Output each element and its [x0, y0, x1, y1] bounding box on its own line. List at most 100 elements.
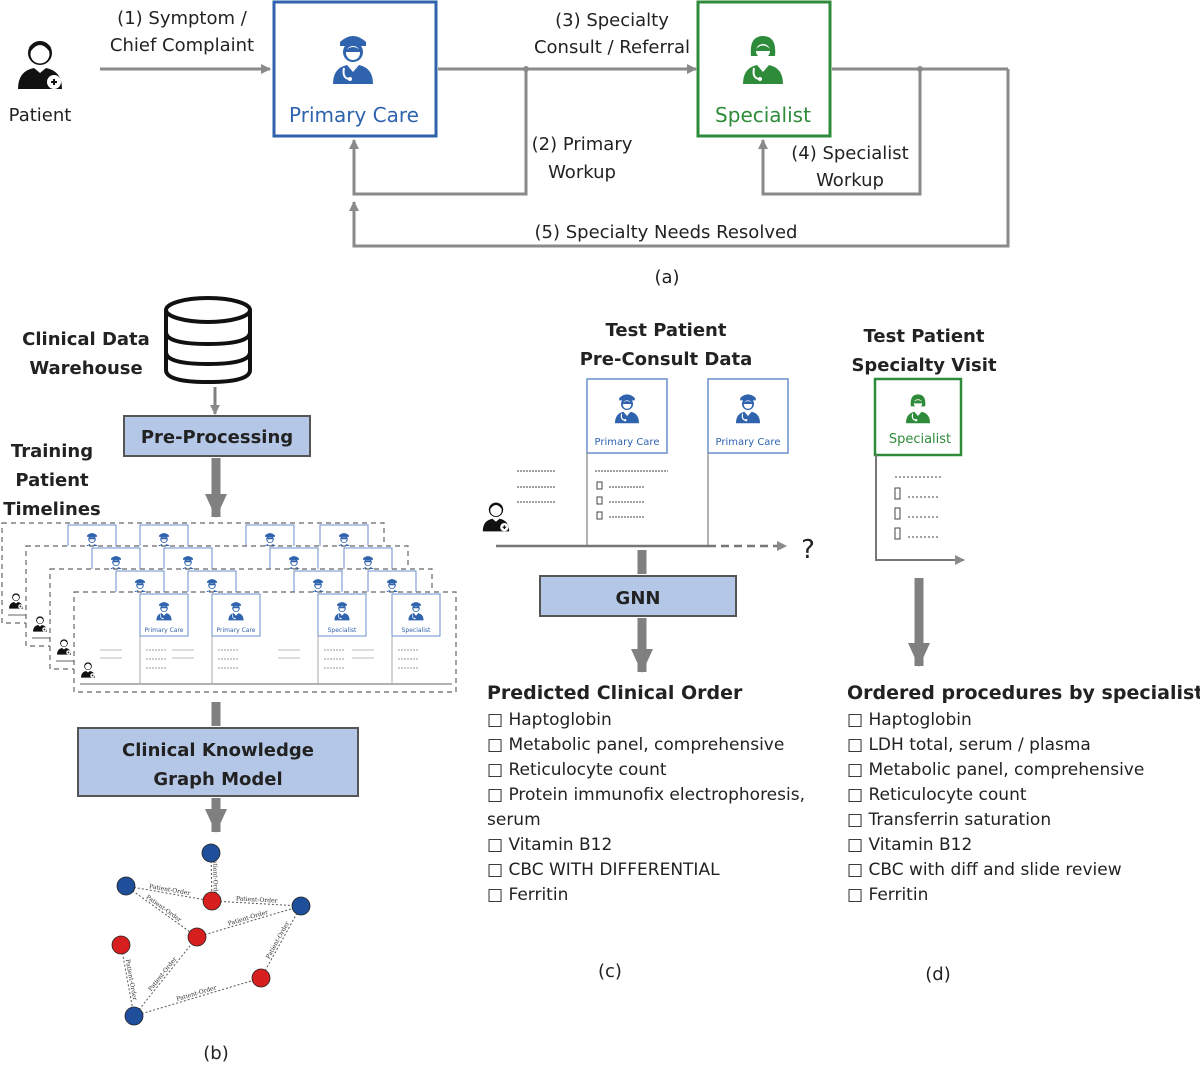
step5-label: (5) Specialty Needs Resolved	[535, 222, 798, 243]
panel-d: Test Patient Specialty Visit Specialist …	[847, 326, 1200, 985]
test-patient-title-line2: Pre-Consult Data	[580, 349, 753, 370]
graph-node-order	[202, 891, 222, 911]
graph-edge-label: Patient-Order	[147, 956, 178, 993]
primary-care-box	[272, 0, 438, 138]
primary-care-label: Primary Care	[289, 103, 419, 127]
step1-label-line2: Chief Complaint	[110, 35, 254, 56]
graph-edge	[211, 900, 302, 907]
knowledge-graph: Patient-OrderPatient-OrderPatient-OrderP…	[111, 843, 311, 1026]
ordered-procedures-heading: Ordered procedures by specialists	[847, 682, 1200, 704]
graph-edge	[125, 885, 198, 938]
predicted-orders-heading: Predicted Clinical Order	[487, 682, 743, 704]
loop-primary-workup	[349, 69, 528, 196]
graph-node-patient	[291, 896, 311, 916]
timeline-primary-care-box	[211, 593, 261, 637]
order-item: □ CBC with diff and slide review	[847, 860, 1122, 880]
graph-edge	[133, 936, 198, 1017]
graph-edge-label: Patient-Order	[145, 894, 183, 924]
database-icon	[164, 296, 252, 384]
knowledge-graph-box	[77, 727, 359, 797]
order-item: □ Reticulocyte count	[487, 760, 667, 780]
graph-node-order	[251, 968, 271, 988]
order-item: □ Ferritin	[487, 885, 568, 905]
preprocessing-box	[123, 415, 311, 457]
warehouse-label-line1: Clinical Data	[22, 329, 150, 350]
timeline-visit-label: Primary Care	[217, 627, 256, 634]
step4-label-line2: Workup	[816, 170, 884, 191]
order-item: □ Ferritin	[847, 885, 928, 905]
graph-edge-label: Patient-Order	[236, 895, 278, 904]
panel-c: Test Patient Pre-Consult Data Primary Ca…	[482, 320, 815, 982]
graph-edge-label: Patient-Order	[149, 883, 191, 897]
kg-label-line2: Graph Model	[153, 769, 282, 790]
graph-edge-label: Patient-Order	[227, 909, 269, 928]
order-item: □ LDH total, serum / plasma	[847, 735, 1091, 755]
graph-edge-label: Patient-Order	[176, 984, 218, 1003]
graph-node-patient	[116, 876, 136, 896]
step4-label-line1: (4) Specialist	[791, 143, 909, 164]
kg-label-line1: Clinical Knowledge	[122, 740, 314, 761]
order-item: □ Haptoglobin	[847, 710, 972, 730]
specialist-box	[696, 0, 832, 138]
specialty-visit-record-stubs	[894, 476, 943, 540]
order-item: □ Transferrin saturation	[847, 810, 1051, 830]
specialty-visit-title-line2: Specialty Visit	[851, 355, 996, 376]
preprocessing-label: Pre-Processing	[141, 427, 293, 448]
step1-label-line1: (1) Symptom /	[117, 8, 248, 29]
gnn-label: GNN	[616, 588, 661, 609]
order-item: □ Reticulocyte count	[847, 785, 1027, 805]
timelines-label-line3: Timelines	[3, 499, 101, 520]
caption-d: (d)	[925, 964, 950, 985]
order-item: □ Metabolic panel, comprehensive	[847, 760, 1144, 780]
specialty-visit-title-line1: Test Patient	[864, 326, 985, 347]
loop-specialist-workup	[758, 69, 922, 196]
caption-c: (c)	[598, 961, 622, 982]
timeline-visit-label: Specialist	[328, 627, 357, 634]
pre-consult-record-stubs	[517, 470, 668, 520]
order-item: □ CBC WITH DIFFERENTIAL	[487, 860, 720, 880]
loop-needs-resolved	[349, 69, 1010, 248]
graph-node-patient	[201, 843, 221, 863]
order-item: □ Metabolic panel, comprehensive	[487, 735, 784, 755]
graph-edge	[260, 905, 302, 979]
step3-label-line1: (3) Specialty	[555, 10, 669, 31]
timelines-label-line2: Patient	[15, 470, 89, 491]
caption-b: (b)	[203, 1043, 228, 1064]
graph-edge-label: Patient-Order	[124, 959, 138, 1001]
timelines-label-line1: Training	[11, 441, 93, 462]
graph-edge-label: Patient-Order	[211, 856, 219, 898]
panel-b: Clinical Data Warehouse Pre-Processing T…	[1, 296, 457, 1064]
predicted-orders-list: □ Haptoglobin □ Metabolic panel, comprehe…	[487, 710, 805, 905]
order-item: serum	[487, 810, 541, 830]
specialist-orders-list: □ Haptoglobin □ LDH total, serum / plasma…	[847, 710, 1144, 905]
step2-label-line1: (2) Primary	[532, 134, 633, 155]
unknown-future-mark: ?	[801, 535, 815, 565]
specialist-label: Specialist	[715, 103, 811, 127]
timeline-primary-care-box	[139, 593, 189, 637]
graph-node-order	[111, 935, 131, 955]
warehouse-label-line2: Warehouse	[29, 358, 142, 379]
graph-edge	[120, 944, 135, 1017]
gnn-box	[539, 575, 737, 617]
test-patient-icon	[482, 502, 510, 532]
order-item: □ Vitamin B12	[847, 835, 972, 855]
order-item: □ Protein immunofix electrophoresis,	[487, 785, 805, 805]
timeline-visit-label: Primary Care	[145, 627, 184, 634]
order-item: □ Haptoglobin	[487, 710, 612, 730]
pre-consult-primary-care-label-1: Primary Care	[595, 437, 660, 448]
caption-a: (a)	[654, 267, 679, 288]
test-patient-title-line1: Test Patient	[606, 320, 727, 341]
pre-consult-primary-care-label-2: Primary Care	[716, 437, 781, 448]
patient-icon	[18, 41, 62, 89]
specialty-visit-specialist-label: Specialist	[889, 432, 951, 447]
graph-node-order	[187, 927, 207, 947]
graph-edge	[125, 885, 213, 902]
timeline-specialist-box	[317, 593, 367, 637]
panel-a: Patient (1) Symptom / Chief Complaint Pr…	[9, 0, 1010, 288]
order-item: □ Vitamin B12	[487, 835, 612, 855]
step3-label-line2: Consult / Referral	[534, 37, 690, 58]
graph-node-patient	[124, 1006, 144, 1026]
